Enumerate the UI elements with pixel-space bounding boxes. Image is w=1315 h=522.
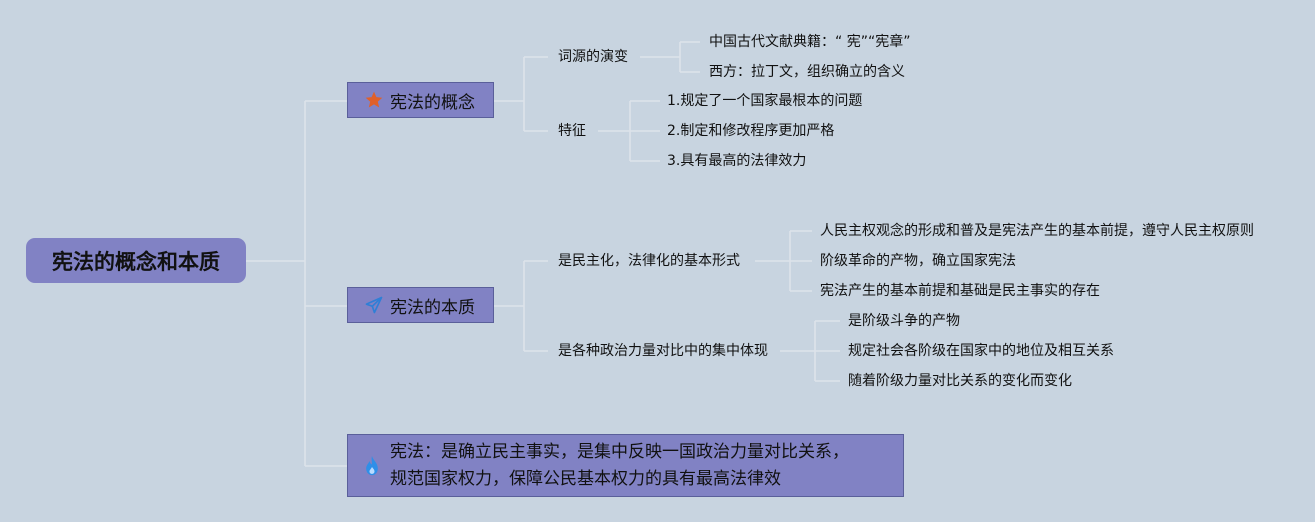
summary-node[interactable]: 宪法：是确立民主事实，是集中反映一国政治力量对比关系， 规范国家权力，保障公民基… [347, 434, 904, 497]
summary-line-1: 宪法：是确立民主事实，是集中反映一国政治力量对比关系， [390, 441, 849, 462]
sub-political-forces-label: 是各种政治力量对比中的集中体现 [558, 343, 768, 359]
paper-plane-icon [362, 293, 386, 317]
sub-democracy-label: 是民主化，法律化的基本形式 [558, 253, 740, 269]
root-title: 宪法的概念和本质 [52, 249, 220, 274]
leaf-democracy-1: 人民主权观念的形成和普及是宪法产生的基本前提，遵守人民主权原则 [820, 223, 1254, 239]
summary-line-2: 规范国家权力，保障公民基本权力的具有最高法律效 [390, 468, 781, 489]
branch-concept-label: 宪法的概念 [390, 92, 475, 113]
leaf-forces-1: 是阶级斗争的产物 [848, 313, 960, 329]
flame-icon [360, 454, 384, 478]
leaf-democracy-3: 宪法产生的基本前提和基础是民主事实的存在 [820, 283, 1100, 299]
leaf-forces-2: 规定社会各阶级在国家中的地位及相互关系 [848, 343, 1114, 359]
branch-essence-label: 宪法的本质 [390, 297, 475, 318]
leaf-feature-1: 1.规定了一个国家最根本的问题 [667, 93, 863, 109]
leaf-etymology-west: 西方：拉丁文，组织确立的含义 [709, 64, 905, 80]
branch-concept-node[interactable]: 宪法的概念 [347, 82, 494, 118]
root-node[interactable]: 宪法的概念和本质 [26, 238, 246, 283]
sub-etymology-label: 词源的演变 [558, 49, 628, 65]
star-icon [362, 88, 386, 112]
leaf-etymology-china: 中国古代文献典籍：“ 宪”“宪章” [709, 34, 911, 50]
leaf-feature-2: 2.制定和修改程序更加严格 [667, 123, 835, 139]
branch-essence-node[interactable]: 宪法的本质 [347, 287, 494, 323]
leaf-forces-3: 随着阶级力量对比关系的变化而变化 [848, 373, 1072, 389]
leaf-democracy-2: 阶级革命的产物，确立国家宪法 [820, 253, 1016, 269]
sub-features-label: 特征 [558, 123, 586, 139]
leaf-feature-3: 3.具有最高的法律效力 [667, 153, 807, 169]
